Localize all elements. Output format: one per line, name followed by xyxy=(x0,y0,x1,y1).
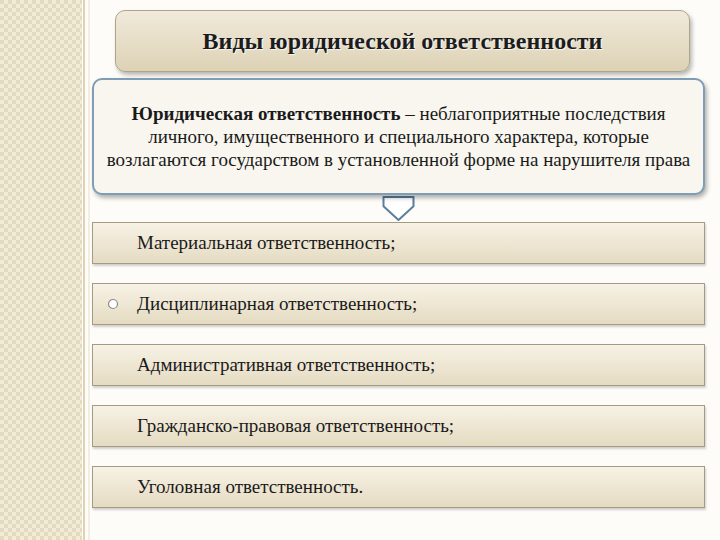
item-text: Административная ответственность; xyxy=(137,354,435,375)
text-wrap: Материальная ответственность; xyxy=(137,231,395,254)
decor-line xyxy=(83,0,85,540)
definition-box: Юридическая ответственность – неблагопри… xyxy=(92,78,705,195)
item-text: Материальная ответственность; xyxy=(137,232,395,253)
item-text: Дисциплинарная ответственность; xyxy=(137,293,417,314)
list-item-box: Гражданско-правовая ответственность; xyxy=(92,405,705,447)
text-wrap: Административная ответственность; xyxy=(137,353,435,376)
list-item-box: Уголовная ответственность. xyxy=(92,466,705,508)
list-item-box: Дисциплинарная ответственность; xyxy=(92,283,705,325)
text-wrap: Юридическая ответственность – неблагопри… xyxy=(102,102,695,172)
item-text: Гражданско-правовая ответственность; xyxy=(137,415,454,436)
text-wrap: Уголовная ответственность. xyxy=(137,475,363,498)
term-text: Юридическая ответственность xyxy=(131,103,400,124)
bullet-symbol xyxy=(107,298,119,310)
text-wrap: Дисциплинарная ответственность; xyxy=(137,292,417,315)
bullet-dot xyxy=(109,300,118,309)
text-wrap: Гражданско-правовая ответственность; xyxy=(137,414,454,437)
title-text: Виды юридической ответственности xyxy=(203,28,603,55)
decor-line xyxy=(89,0,90,540)
block-arrow xyxy=(384,197,414,220)
list-item-box: Материальная ответственность; xyxy=(92,222,705,264)
title-banner: Виды юридической ответственности xyxy=(115,10,690,72)
list-item-box: Административная ответственность; xyxy=(92,344,705,386)
item-text: Уголовная ответственность. xyxy=(137,476,363,497)
decor-band xyxy=(0,0,82,540)
